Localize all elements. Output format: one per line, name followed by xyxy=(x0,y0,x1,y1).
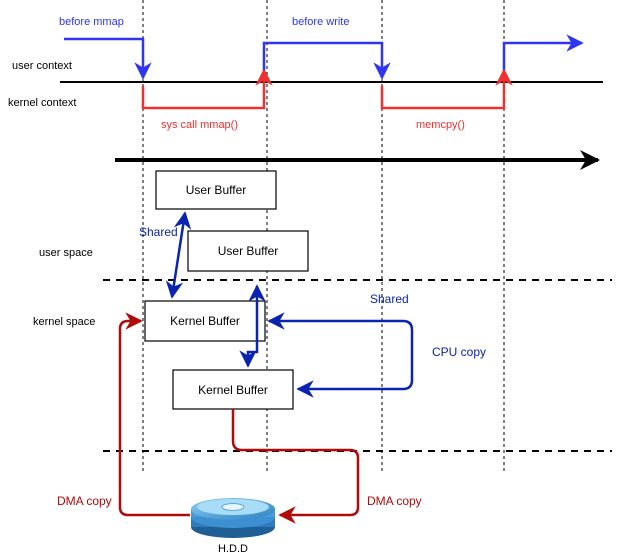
dma-copy-left-arrow xyxy=(118,312,190,517)
kernel-buffer-1: Kernel Buffer xyxy=(144,300,266,342)
before-mmap-label: before mmap xyxy=(59,16,124,28)
dma-copy-right-arrow xyxy=(231,409,360,524)
user-buffer-2: User Buffer xyxy=(187,230,309,272)
shared-arrow-kernel xyxy=(239,284,266,368)
dma-copy-right-label: DMA copy xyxy=(367,494,422,508)
hard-disk-icon xyxy=(191,498,275,538)
kernel-flow-1 xyxy=(141,68,273,110)
kernel-buffer-2: Kernel Buffer xyxy=(172,369,294,410)
shared-kernel-label: Shared xyxy=(370,292,409,306)
kernel-buffer-1-label: Kernel Buffer xyxy=(170,314,240,328)
sys-call-label: sys call mmap() xyxy=(161,119,238,131)
user-buffer-1: User Buffer xyxy=(155,170,277,210)
kernel-space-label: kernel space xyxy=(33,316,95,328)
user-space-label: user space xyxy=(39,247,93,259)
shared-user-label: Shared xyxy=(139,225,178,239)
cpu-copy-label: CPU copy xyxy=(432,345,486,359)
cpu-copy-arrow xyxy=(267,312,414,398)
user-buffer-2-label: User Buffer xyxy=(218,244,278,258)
dma-copy-left-label: DMA copy xyxy=(57,494,112,508)
hdd-label: H.D.D xyxy=(218,543,248,555)
kernel-context-label: kernel context xyxy=(8,97,76,109)
kernel-flow-2 xyxy=(380,68,513,110)
user-buffer-1-label: User Buffer xyxy=(186,183,246,197)
user-context-label: user context xyxy=(12,60,72,72)
user-flow-3 xyxy=(502,34,584,70)
user-flow-1 xyxy=(64,37,152,80)
shared-arrow-user xyxy=(165,211,192,299)
memcpy-label: memcpy() xyxy=(416,119,465,131)
before-write-label: before write xyxy=(292,16,349,28)
user-flow-2 xyxy=(262,41,391,80)
kernel-buffer-2-label: Kernel Buffer xyxy=(198,383,268,397)
